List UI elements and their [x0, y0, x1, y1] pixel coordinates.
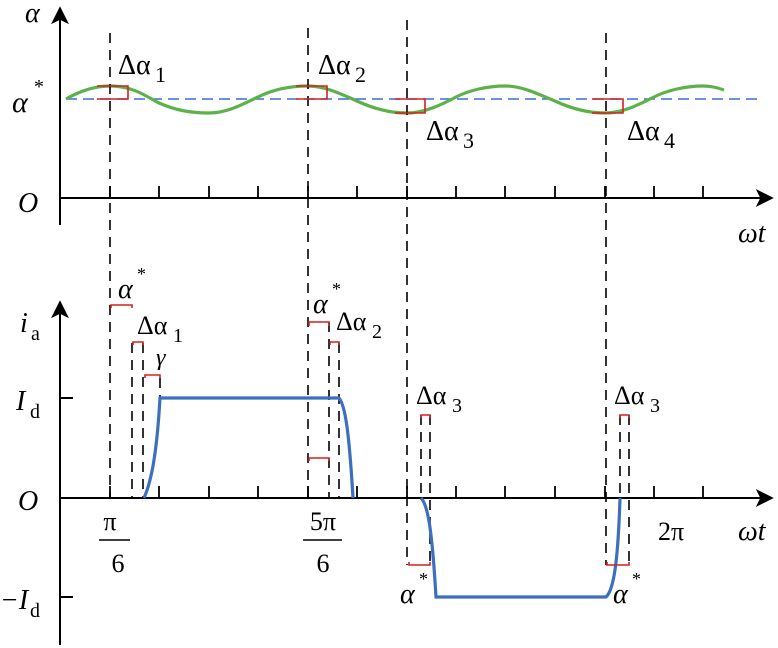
svg-text:I: I [15, 386, 27, 417]
alpha-star-label-2: α * [313, 279, 341, 320]
gamma-label: γ [156, 345, 166, 371]
svg-text:a: a [31, 323, 40, 345]
top-x-axis-label: ωt [738, 218, 767, 249]
delta-alpha-3-bottom-label-a: Δα 3 [416, 381, 462, 417]
bottom-x-ticks [109, 486, 704, 498]
svg-text:6: 6 [112, 549, 125, 578]
svg-text:*: * [632, 569, 641, 589]
svg-text:Δα: Δα [118, 50, 151, 81]
svg-text:π: π [103, 507, 116, 536]
svg-text:1: 1 [173, 325, 183, 347]
svg-text:α: α [613, 579, 629, 610]
svg-text:Δα: Δα [627, 116, 660, 147]
id-level-label: I d [15, 386, 40, 423]
svg-text:α: α [12, 86, 29, 119]
svg-text:α: α [118, 274, 134, 305]
svg-text:d: d [30, 401, 40, 423]
current-waveform-negative [419, 496, 622, 599]
svg-text:Δα: Δα [137, 311, 168, 340]
svg-text:d: d [30, 600, 40, 622]
delta-alpha-4-label: Δα 4 [627, 116, 675, 153]
svg-text:Δα: Δα [614, 381, 645, 410]
svg-text:α: α [400, 579, 416, 610]
svg-text:3: 3 [650, 395, 660, 417]
top-y-axis-label: α [25, 0, 41, 29]
vertical-guides [109, 20, 607, 565]
svg-text:2: 2 [355, 62, 366, 87]
tick-label-5pi-6: 5π 6 [303, 507, 342, 578]
delta-alpha-3-bottom-label-b: Δα 3 [614, 381, 660, 417]
svg-text:3: 3 [463, 128, 474, 153]
delta-alpha-2-bottom-label: Δα 2 [336, 307, 382, 343]
svg-text:2: 2 [372, 321, 382, 343]
svg-text:*: * [137, 264, 146, 284]
svg-text:Δα: Δα [416, 381, 447, 410]
svg-text:1: 1 [155, 62, 166, 87]
alpha-star-label-3: α * [400, 569, 428, 610]
svg-text:Δα: Δα [336, 307, 367, 336]
alpha-star-label-4: α * [613, 569, 641, 610]
delta-alpha-1-label: Δα 1 [118, 50, 166, 87]
bottom-origin-label: O [18, 486, 38, 517]
alpha-star-label-1: α * [118, 264, 146, 305]
svg-text:i: i [20, 308, 28, 339]
alpha-star-label: α * [12, 76, 44, 119]
tick-label-pi-6: π 6 [99, 507, 130, 578]
neg-id-level-label: −I d [0, 585, 40, 622]
svg-text:*: * [34, 76, 44, 98]
svg-text:Δα: Δα [318, 50, 351, 81]
svg-text:−I: −I [0, 585, 30, 616]
bottom-plot: i a I d O −I d ωt π 6 5π 6 2π α * [0, 264, 774, 645]
bottom-brackets [110, 304, 630, 566]
top-x-ticks [109, 186, 704, 198]
svg-text:Δα: Δα [426, 116, 459, 147]
svg-text:4: 4 [664, 128, 675, 153]
svg-text:α: α [313, 289, 329, 320]
top-origin-label: O [18, 188, 38, 219]
tick-label-2pi: 2π [658, 517, 684, 546]
svg-text:*: * [332, 279, 341, 299]
delta-alpha-3-label: Δα 3 [426, 116, 474, 153]
delta-alpha-brackets [97, 85, 624, 114]
top-plot: α O ωt α * Δα 1 Δα 2 Δα 3 Δα 4 [12, 0, 774, 565]
svg-text:5π: 5π [310, 507, 336, 536]
delta-alpha-2-label: Δα 2 [318, 50, 366, 87]
svg-text:6: 6 [317, 549, 330, 578]
ia-axis-label: i a [20, 308, 40, 345]
bottom-short-guides [131, 322, 630, 565]
bottom-x-axis-label: ωt [738, 516, 767, 547]
svg-text:3: 3 [452, 395, 462, 417]
svg-text:*: * [419, 569, 428, 589]
current-waveform-positive [142, 396, 355, 499]
delta-alpha-1-bottom-label: Δα 1 [137, 311, 183, 347]
